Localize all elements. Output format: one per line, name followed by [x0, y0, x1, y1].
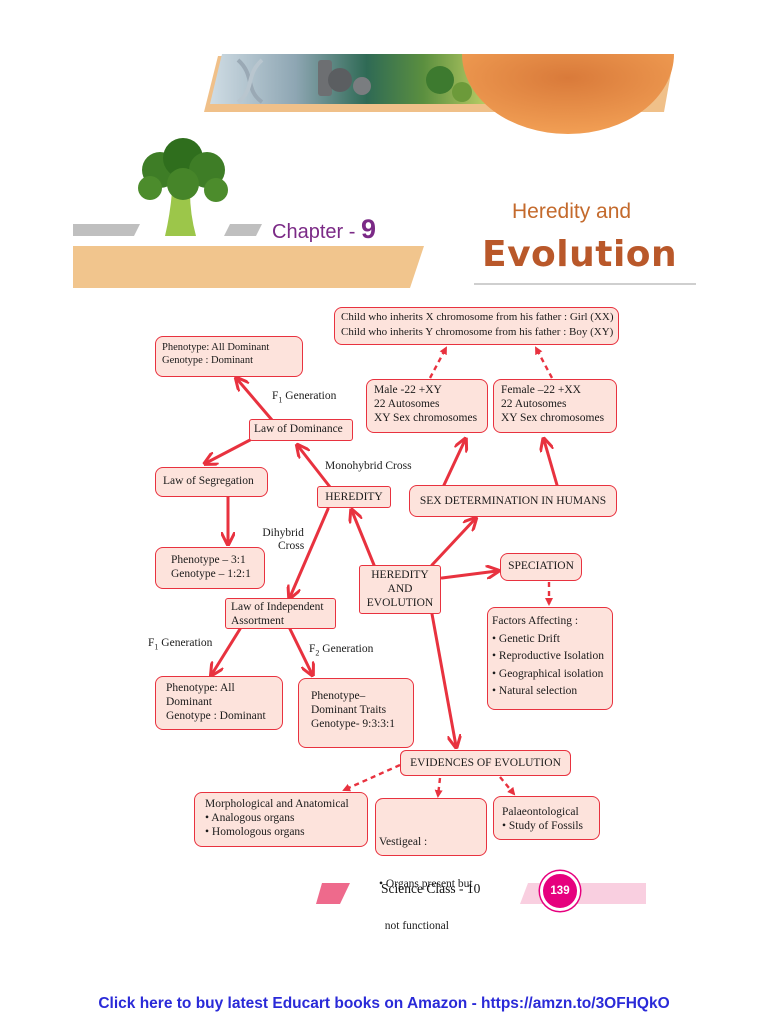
box-phenotype-dominant-top: Phenotype: All Dominant Genotype : Domin… — [155, 336, 303, 377]
box-sex-children: Child who inherits X chromosome from his… — [334, 307, 619, 345]
arrow-he-speciation — [440, 571, 497, 580]
box-palaeontological: Palaeontological • Study of Fossils — [493, 796, 600, 840]
footer-pink-right — [520, 883, 646, 904]
box-phenotype-dominant-traits: Phenotype– Dominant Traits Genotype- 9:3… — [298, 678, 414, 748]
page-number-badge: 139 — [540, 871, 580, 911]
footer-text: Science Class - 10 — [381, 881, 481, 896]
chapter-label: Chapter - 9 — [272, 214, 376, 244]
photo-collage-image — [210, 54, 495, 104]
box-heredity: HEREDITY — [317, 486, 391, 508]
box-sex-determination: SEX DETERMINATION IN HUMANS — [409, 485, 617, 517]
label-f2-generation: F2 Generation — [309, 643, 374, 658]
box-vestigeal: Vestigeal : • Organs present but not fun… — [375, 798, 487, 932]
dash-female-children — [534, 346, 554, 379]
box-evidences-of-evolution: EVIDENCES OF EVOLUTION — [400, 750, 571, 776]
dash-evidences-morph — [342, 763, 401, 792]
box-phenotype-ratio: Phenotype – 3:1 Genotype – 1:2:1 — [155, 547, 265, 589]
box-male: Male -22 +XY 22 Autosomes XY Sex chromos… — [366, 379, 488, 433]
box-heredity-and-evolution: HEREDITY AND EVOLUTION — [359, 565, 441, 614]
chapter-tan-band — [73, 246, 424, 288]
arrow-dominance-segregation — [206, 438, 252, 463]
label-f1-generation-bottom: F1 Generation — [148, 637, 213, 652]
arrow-he-evidences — [430, 612, 456, 746]
box-law-of-dominance: Law of Dominance — [249, 419, 353, 441]
dash-evidences-vestigeal — [434, 777, 443, 798]
box-phenotype-dominant-bottom: Phenotype: All Dominant Genotype : Domin… — [155, 676, 283, 730]
arrow-sexdet-male — [442, 440, 465, 487]
box-law-of-independent: Law of Independent Assortment — [225, 598, 336, 629]
broccoli-image — [138, 138, 228, 236]
label-dihybrid-cross: Dihybrid Cross — [262, 527, 305, 552]
arrow-heredity-independent — [290, 507, 330, 597]
banner-orange-circle — [462, 54, 674, 134]
arrow-independent-phenotype — [212, 627, 242, 674]
box-morphological: Morphological and Anatomical • Analogous… — [194, 792, 368, 847]
label-f1-generation-top: F1 Generation — [272, 390, 337, 405]
arrow-sexdet-female — [544, 440, 559, 487]
title-divider — [474, 283, 696, 285]
dash-male-children — [428, 346, 448, 379]
title-subtitle: Heredity and — [512, 200, 632, 223]
arrow-he-sexdet — [430, 519, 475, 567]
dash-evidences-palaeo — [499, 776, 516, 796]
arrow-heredity-dominance — [298, 446, 332, 489]
grey-stripe-left — [73, 224, 140, 236]
chapter-title: Evolution — [482, 234, 678, 275]
box-speciation: SPECIATION — [500, 553, 582, 581]
footer-pink-left — [316, 883, 350, 904]
arrow-independent-traits — [288, 627, 312, 674]
arrow-he-heredity — [352, 511, 376, 567]
grey-stripe-right — [224, 224, 262, 236]
amazon-buy-link[interactable]: Click here to buy latest Educart books o… — [98, 995, 670, 1012]
box-law-of-segregation: Law of Segregation — [155, 467, 268, 497]
label-monohybrid-cross: Monohybrid Cross — [325, 460, 412, 472]
chapter-number: 9 — [360, 214, 376, 244]
box-factors-affecting: Factors Affecting : • Genetic Drift • Re… — [487, 607, 613, 710]
box-female: Female –22 +XX 22 Autosomes XY Sex chrom… — [493, 379, 617, 433]
chapter-banner — [73, 54, 674, 288]
arrow-dominance-phenotype — [237, 379, 274, 422]
